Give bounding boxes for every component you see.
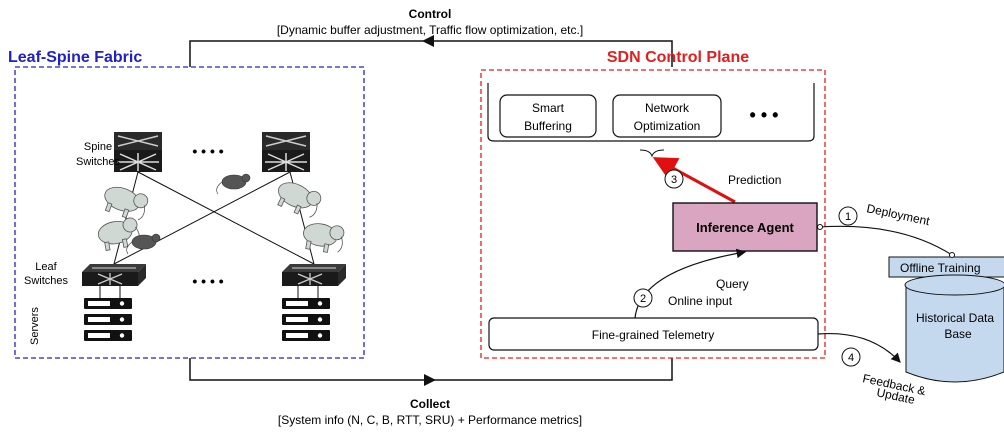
collect-flow-line xyxy=(189,358,673,386)
step-3-circle xyxy=(664,169,684,189)
mouse-icon xyxy=(126,173,251,255)
telemetry-label: Fine-grained Telemetry xyxy=(592,328,715,342)
apps-brace xyxy=(639,149,665,158)
query-arrow xyxy=(634,248,747,319)
prediction-label: Prediction xyxy=(728,173,781,187)
elephant-icon xyxy=(97,182,345,253)
spine-switch-right xyxy=(261,131,311,173)
app-smart-buffering xyxy=(499,94,597,138)
app-network-optimization xyxy=(612,94,722,138)
spine-dots: • • • • xyxy=(192,143,223,159)
app-smart-label-2: Buffering xyxy=(524,119,572,133)
leaf-label-2: Switches xyxy=(24,275,69,287)
step-3-number: 3 xyxy=(671,174,677,186)
inference-agent-label: Inference Agent xyxy=(696,220,794,235)
deployment-arrow xyxy=(819,225,953,256)
database-icon xyxy=(904,274,1004,383)
deployment-label: Deployment xyxy=(865,201,931,228)
leaf-dots: • • • • xyxy=(192,273,223,289)
step-2-number: 2 xyxy=(640,293,646,305)
server-rack-right xyxy=(282,286,330,341)
step-4-number: 4 xyxy=(848,352,854,364)
step-4-circle xyxy=(841,347,861,367)
collect-subtitle: [System info (N, C, B, RTT, SRU) + Perfo… xyxy=(278,413,582,427)
servers-label: Servers xyxy=(29,307,41,345)
query-label-2: Online input xyxy=(668,294,733,308)
sdn-box xyxy=(480,69,826,359)
deployment-dot-start xyxy=(817,224,823,230)
leaf-switch-left xyxy=(81,263,147,287)
step-1-circle xyxy=(838,206,858,226)
server-rack-left xyxy=(84,286,132,341)
leaf-switch-right xyxy=(281,263,347,287)
spine-label-1: Spine xyxy=(84,141,112,153)
spine-label-2: Switches xyxy=(76,156,121,168)
query-label-1: Query xyxy=(716,277,749,291)
app-more: • • • xyxy=(750,105,779,125)
deployment-dot-end xyxy=(949,252,955,258)
collect-title: Collect xyxy=(410,397,450,411)
control-title: Control xyxy=(409,7,452,21)
spine-switch-left xyxy=(113,131,163,173)
inference-agent-box xyxy=(672,202,818,252)
control-subtitle: [Dynamic buffer adjustment, Traffic flow… xyxy=(277,23,583,37)
database-label-2: Base xyxy=(944,327,972,341)
database-label-1: Historical Data xyxy=(916,311,994,325)
sdn-title: SDN Control Plane xyxy=(607,49,749,66)
feedback-arrow xyxy=(817,332,901,363)
prediction-arrow xyxy=(652,157,736,204)
app-net-label-2: Optimization xyxy=(634,119,701,133)
leaf-spine-title: Leaf-Spine Fabric xyxy=(8,49,142,66)
control-flow-line xyxy=(189,35,673,67)
app-net-label-1: Network xyxy=(645,101,690,115)
apps-container xyxy=(487,83,815,142)
leaf-label-1: Leaf xyxy=(35,261,57,273)
offline-training-label: Offline Training xyxy=(900,261,981,275)
step-1-number: 1 xyxy=(845,211,851,223)
app-smart-label-1: Smart xyxy=(532,101,565,115)
step-2-circle xyxy=(633,288,653,308)
